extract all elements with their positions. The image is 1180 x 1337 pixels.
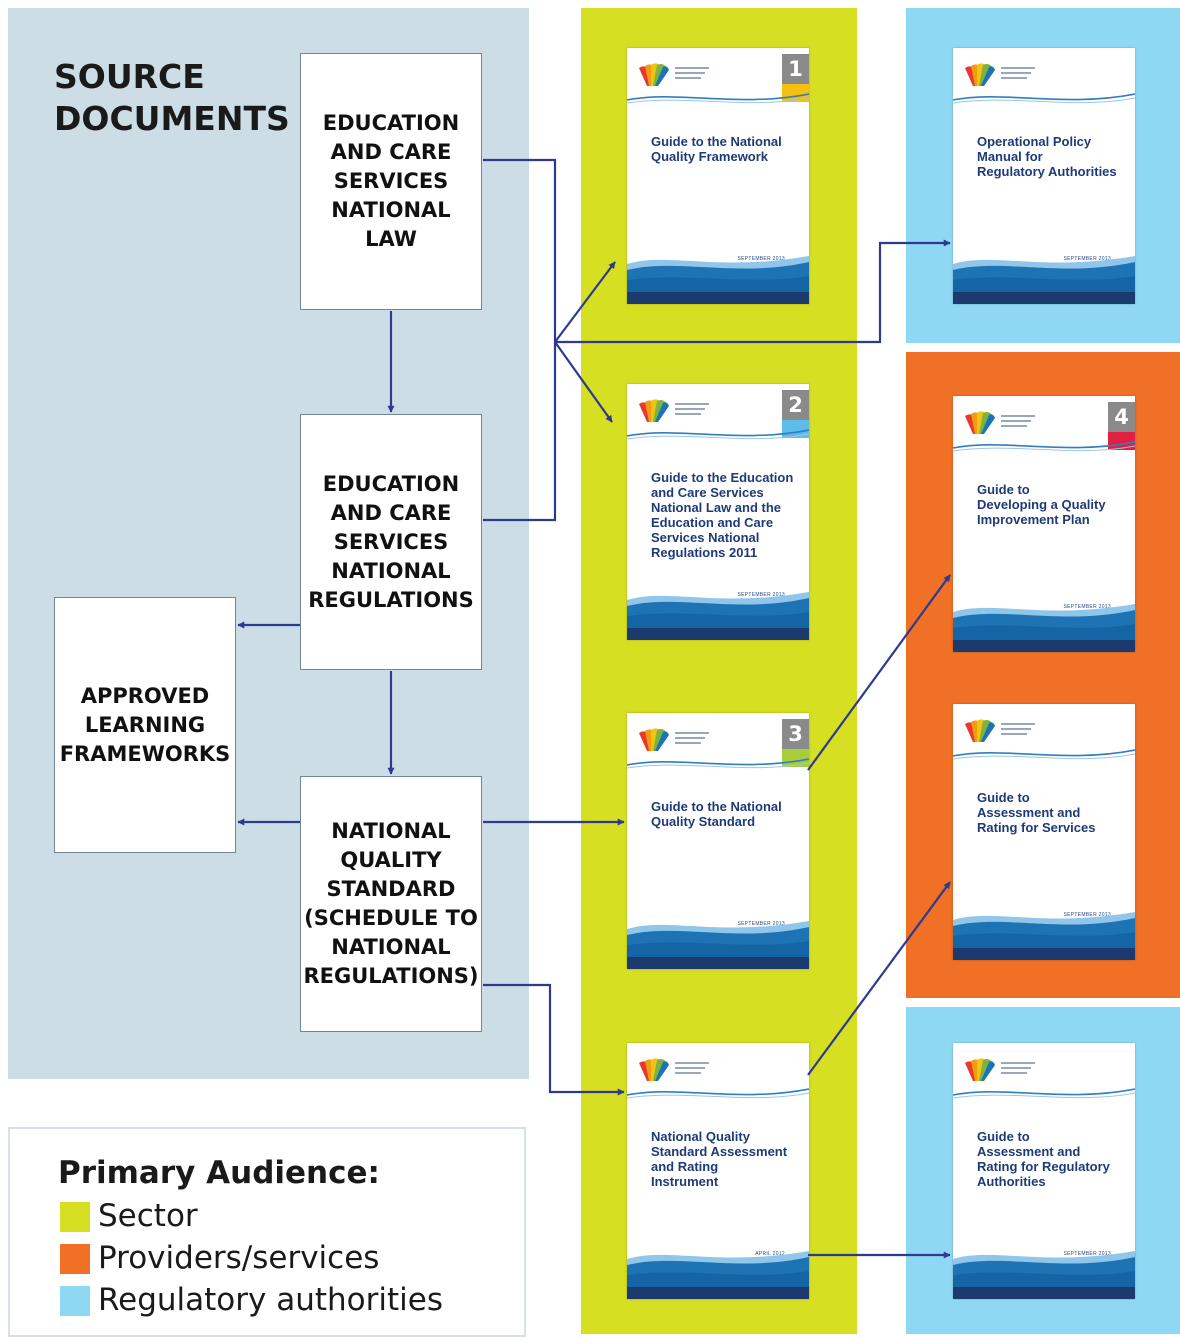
legend-swatch-providers bbox=[60, 1244, 90, 1274]
doc-number: 2 bbox=[782, 390, 809, 420]
acecqa-logo-icon bbox=[639, 63, 709, 86]
doc-guide-ar-regulatory: Guide to Assessment and Rating for Regul… bbox=[953, 1043, 1135, 1299]
legend: Primary Audience: Sector Providers/servi… bbox=[8, 1127, 526, 1337]
doc-date: APRIL 2012 bbox=[755, 1251, 785, 1257]
doc-title: Guide to Developing a Quality Improvemen… bbox=[977, 482, 1106, 527]
acecqa-logo-icon bbox=[639, 728, 709, 751]
doc-footer-wave bbox=[627, 921, 809, 969]
legend-title: Primary Audience: bbox=[58, 1155, 380, 1191]
doc-footer-wave bbox=[953, 1251, 1135, 1299]
doc-header-curve bbox=[627, 1088, 809, 1099]
doc-title: National Quality Standard Assessment and… bbox=[651, 1129, 788, 1189]
doc-header-curve bbox=[953, 1088, 1135, 1099]
legend-label-providers: Providers/services bbox=[98, 1240, 380, 1276]
doc-number: 4 bbox=[1108, 402, 1135, 432]
doc-title: Guide to the National Quality Framework bbox=[651, 134, 782, 164]
doc-footer-wave bbox=[627, 256, 809, 304]
doc-footer-wave bbox=[627, 1251, 809, 1299]
doc-date: SEPTEMBER 2013 bbox=[737, 921, 785, 927]
doc-header-curve bbox=[953, 93, 1135, 104]
doc-number-tab: 1 bbox=[782, 48, 809, 102]
doc-date: SEPTEMBER 2013 bbox=[737, 592, 785, 598]
doc-header-curve bbox=[953, 441, 1135, 452]
doc-date: SEPTEMBER 2013 bbox=[1063, 604, 1111, 610]
doc-title: Guide to Assessment and Rating for Servi… bbox=[977, 790, 1096, 835]
approved-learning-frameworks-box: APPROVED LEARNING FRAMEWORKS bbox=[54, 597, 236, 853]
doc-nqs-assessment-instrument: National Quality Standard Assessment and… bbox=[627, 1043, 809, 1299]
doc-header-curve bbox=[627, 93, 809, 104]
doc-date: SEPTEMBER 2013 bbox=[1063, 1251, 1111, 1257]
doc-number: 3 bbox=[782, 719, 809, 749]
doc-title: Guide to Assessment and Rating for Regul… bbox=[977, 1129, 1110, 1189]
doc-footer-wave bbox=[953, 912, 1135, 960]
acecqa-logo-icon bbox=[965, 719, 1035, 742]
legend-swatch-regulatory bbox=[60, 1286, 90, 1316]
legend-label-regulatory: Regulatory authorities bbox=[98, 1282, 443, 1318]
doc-header-curve bbox=[627, 758, 809, 769]
doc-date: SEPTEMBER 2013 bbox=[1063, 256, 1111, 262]
acecqa-logo-icon bbox=[639, 399, 709, 422]
doc-footer-wave bbox=[953, 256, 1135, 304]
doc-title: Guide to the Education and Care Services… bbox=[651, 470, 794, 560]
doc-title: Operational Policy Manual for Regulatory… bbox=[977, 134, 1117, 179]
national-regulations-box: EDUCATION AND CARE SERVICES NATIONAL REG… bbox=[300, 414, 482, 670]
legend-label-sector: Sector bbox=[98, 1198, 198, 1234]
doc-number-tab: 4 bbox=[1108, 396, 1135, 450]
doc-guide-ar-services: Guide to Assessment and Rating for Servi… bbox=[953, 704, 1135, 960]
acecqa-logo-icon bbox=[965, 411, 1035, 434]
doc-number: 1 bbox=[782, 54, 809, 84]
doc-date: SEPTEMBER 2013 bbox=[1063, 912, 1111, 918]
doc-header-curve bbox=[627, 429, 809, 440]
legend-swatch-sector bbox=[60, 1202, 90, 1232]
doc-title: Guide to the National Quality Standard bbox=[651, 799, 782, 829]
doc-header-curve bbox=[953, 749, 1135, 760]
national-quality-standard-box: NATIONAL QUALITY STANDARD (SCHEDULE TO N… bbox=[300, 776, 482, 1032]
source-documents-heading: SOURCE DOCUMENTS bbox=[54, 57, 290, 138]
national-law-box: EDUCATION AND CARE SERVICES NATIONAL LAW bbox=[300, 53, 482, 310]
acecqa-logo-icon bbox=[965, 63, 1035, 86]
acecqa-logo-icon bbox=[965, 1058, 1035, 1081]
doc-operational-policy-manual: Operational Policy Manual for Regulatory… bbox=[953, 48, 1135, 304]
acecqa-logo-icon bbox=[639, 1058, 709, 1081]
doc-footer-wave bbox=[627, 592, 809, 640]
doc-footer-wave bbox=[953, 604, 1135, 652]
